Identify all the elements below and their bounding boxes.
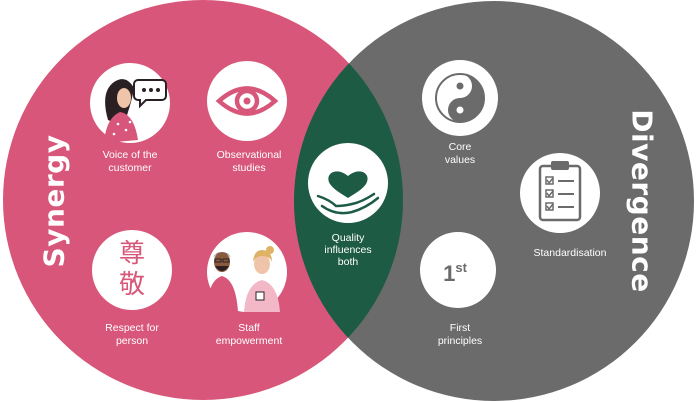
label-line: studies (232, 162, 266, 174)
synergy-title: Synergy (37, 134, 71, 268)
chinese-characters-respect-icon: 尊 敬 (92, 230, 172, 310)
label-line: Quality (331, 232, 365, 244)
observational-studies-label: Observational studies (217, 149, 282, 175)
standardisation-label: Standardisation (534, 247, 607, 260)
svg-text:1st: 1st (443, 260, 467, 286)
divergence-circle (294, 1, 694, 401)
label-line: influences (324, 244, 372, 256)
label-line: person (115, 335, 149, 347)
svg-text:敬: 敬 (119, 270, 145, 300)
label-line: values (444, 154, 476, 166)
label-line: customer (108, 162, 152, 174)
clipboard-checklist-icon (520, 153, 600, 233)
quality-influences-both-label: Quality influences both (324, 232, 371, 268)
label-line: empowerment (215, 335, 283, 347)
divergence-title: Divergence (625, 109, 659, 293)
voice-of-customer-label: Voice of the customer (103, 149, 158, 175)
staff-people-icon (206, 232, 287, 312)
label-line: Standardisation (533, 247, 607, 259)
label-line: Observational (216, 149, 282, 161)
label-line: Core (448, 141, 472, 153)
label-line: both (337, 256, 359, 268)
first-principles-label: First principles (438, 322, 482, 348)
label-line: First (449, 322, 471, 334)
label-line: principles (437, 335, 483, 347)
core-values-label: Core values (445, 141, 475, 167)
first-place-icon: 1st (420, 232, 496, 308)
woman-speech-bubble-icon (90, 63, 170, 143)
svg-text:尊: 尊 (119, 239, 145, 269)
label-line: Respect for (105, 322, 159, 334)
staff-empowerment-label: Staff empowerment (216, 322, 283, 348)
heart-in-hand-icon (308, 143, 388, 223)
label-line: Staff (238, 322, 260, 334)
eye-icon (207, 61, 287, 141)
label-line: Voice of the (102, 149, 158, 161)
respect-for-person-label: Respect for person (105, 322, 159, 348)
yin-yang-icon (422, 60, 498, 136)
